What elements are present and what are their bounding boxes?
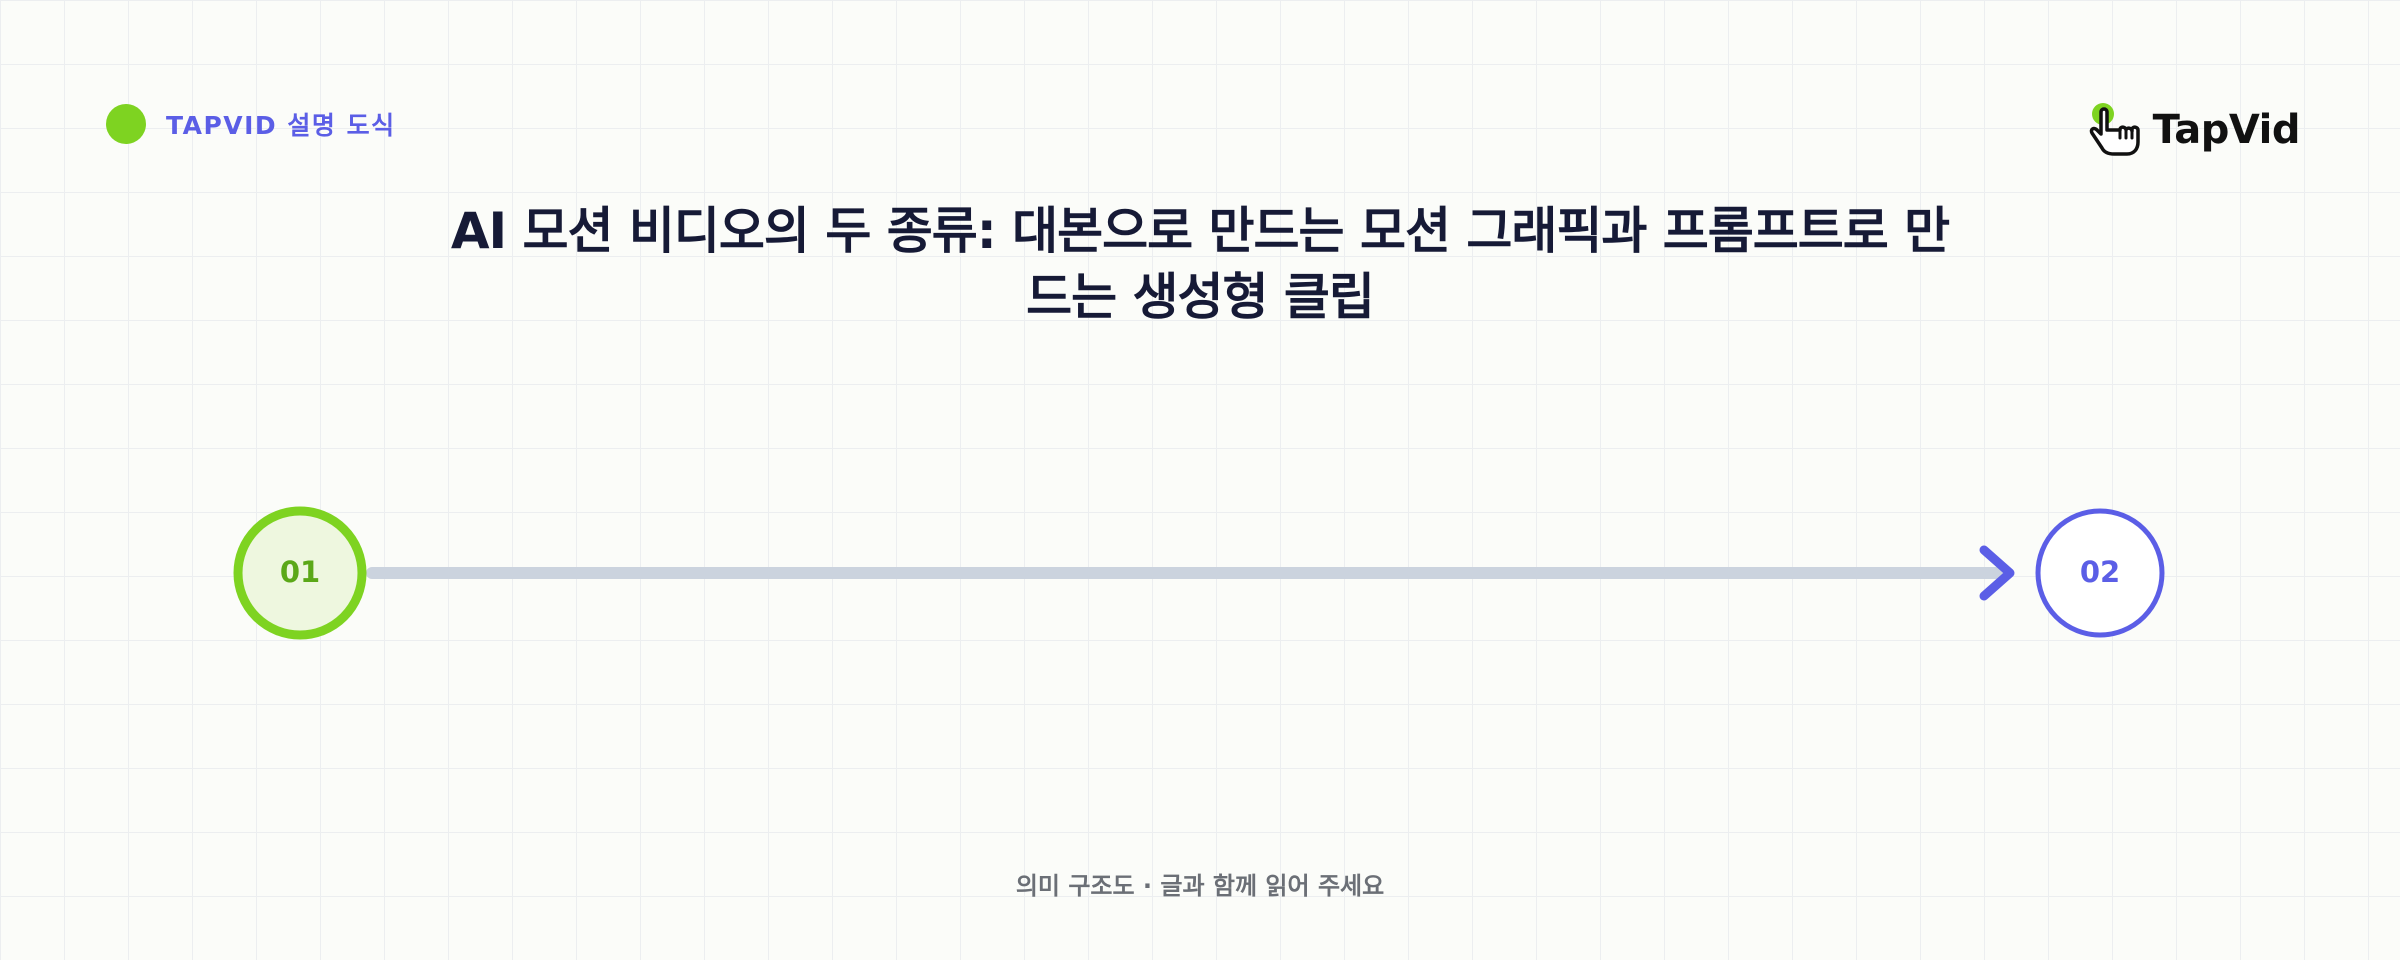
node-01-label: 01 bbox=[280, 555, 320, 589]
node-02: 02 bbox=[2035, 508, 2165, 638]
footer-note: 의미 구조도 · 글과 함께 읽어 주세요 bbox=[1015, 872, 1385, 900]
pointing-hand-icon bbox=[2089, 103, 2140, 156]
logo-wordmark: TapVid bbox=[2152, 107, 2301, 153]
node-01-circle bbox=[233, 506, 367, 640]
tapvid-logo[interactable]: TapVid bbox=[2087, 100, 2301, 160]
arrowhead-icon bbox=[1979, 545, 2015, 601]
node-01: 01 bbox=[233, 506, 367, 640]
node-02-circle bbox=[2035, 508, 2165, 638]
header-tag-label: TAPVID 설명 도식 bbox=[166, 111, 396, 140]
node-02-label: 02 bbox=[2080, 555, 2120, 589]
green-dot-icon bbox=[106, 104, 146, 144]
header-tag: TAPVID 설명 도식 bbox=[106, 102, 396, 146]
page-title: AI 모션 비디오의 두 종류: 대본으로 만드는 모션 그래픽과 프롬프트로 … bbox=[450, 202, 1950, 326]
